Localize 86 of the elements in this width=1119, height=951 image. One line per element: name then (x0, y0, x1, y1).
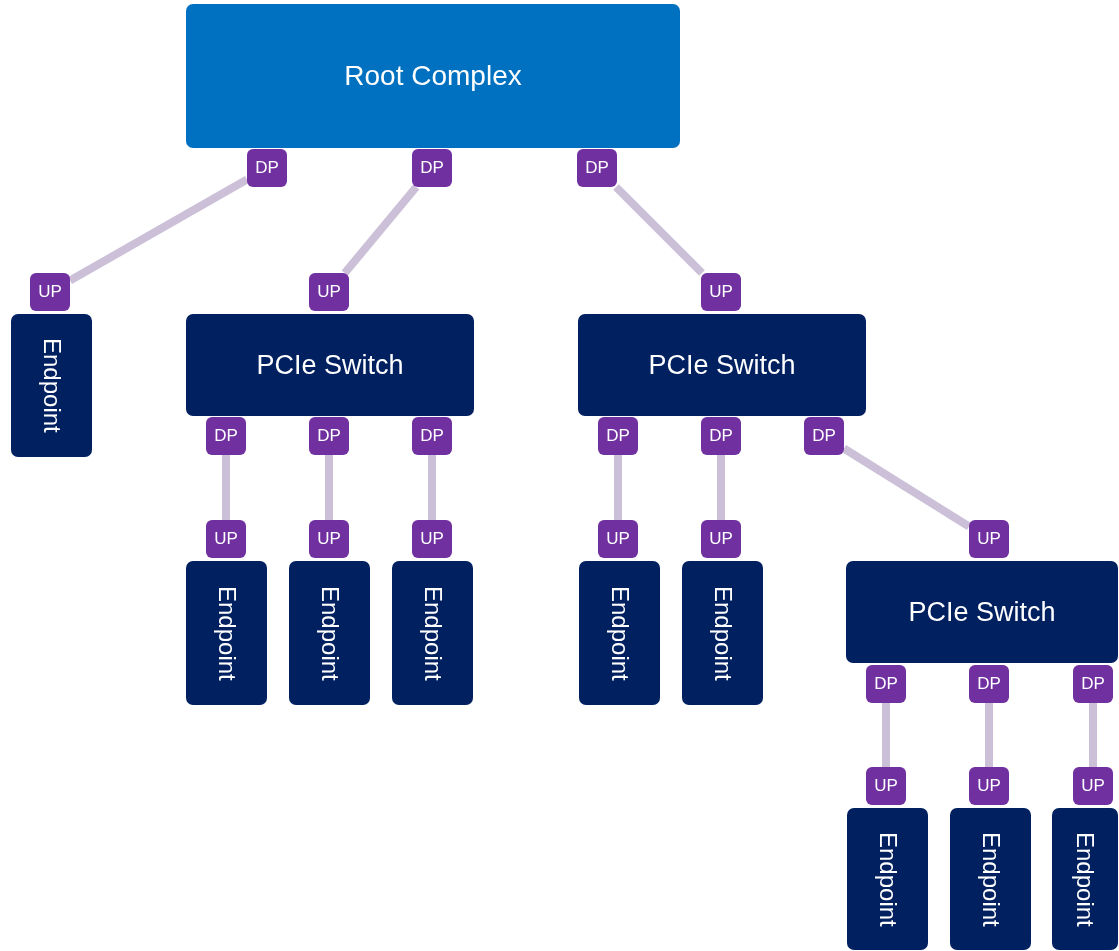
port-badge (309, 417, 349, 455)
node-label: UP (874, 776, 898, 796)
connector-line (613, 184, 705, 276)
node-label: Endpoint (37, 338, 66, 433)
connector-line (222, 455, 230, 520)
port-badge (1073, 767, 1113, 805)
endpoint-box (392, 561, 473, 705)
connector-line (68, 175, 249, 285)
node-label: DP (606, 426, 630, 446)
node-label: Endpoint (212, 585, 241, 681)
node-label: Endpoint (708, 585, 737, 681)
connector-line (841, 445, 972, 530)
port-badge (206, 417, 246, 455)
node-label: UP (977, 776, 1001, 796)
port-badge (247, 149, 287, 187)
node-label: UP (977, 529, 1001, 549)
node-label: UP (1081, 776, 1105, 796)
port-badge (804, 417, 844, 455)
node-label: DP (874, 674, 898, 694)
node-label: Endpoint (1071, 831, 1099, 927)
port-badge (412, 520, 452, 558)
node-label: Endpoint (418, 585, 447, 681)
node-label: UP (709, 282, 733, 302)
connector-line (985, 703, 993, 767)
node-label: PCIe Switch (256, 349, 404, 381)
endpoint-box (847, 808, 928, 950)
connector-line (1089, 703, 1097, 767)
port-badge (701, 520, 741, 558)
node-label: DP (709, 426, 733, 446)
connector-line (882, 703, 890, 767)
node-label: UP (317, 529, 341, 549)
node-label: DP (420, 158, 444, 178)
node-label: UP (317, 282, 341, 302)
node-label: Endpoint (605, 585, 634, 681)
node-label: UP (38, 282, 62, 302)
endpoint-box (682, 561, 763, 705)
connector-line (428, 455, 436, 520)
connector-line (717, 455, 725, 520)
node-label: DP (420, 426, 444, 446)
port-badge (866, 767, 906, 805)
switch-box (846, 561, 1118, 663)
port-badge (412, 417, 452, 455)
node-label: Endpoint (315, 585, 344, 681)
port-badge (412, 149, 452, 187)
port-badge (206, 520, 246, 558)
port-badge (598, 520, 638, 558)
node-label: Endpoint (873, 831, 902, 927)
port-badge (969, 665, 1009, 703)
node-label: DP (585, 158, 609, 178)
node-label: DP (214, 426, 238, 446)
port-badge (969, 767, 1009, 805)
switch-box (186, 314, 474, 416)
node-label: UP (420, 529, 444, 549)
port-badge (701, 417, 741, 455)
endpoint-box (289, 561, 370, 705)
node-label: DP (317, 426, 341, 446)
node-label: DP (812, 426, 836, 446)
port-badge (577, 149, 617, 187)
connector-line (325, 455, 333, 520)
node-label: UP (606, 529, 630, 549)
node-label: UP (214, 529, 238, 549)
node-label: Endpoint (976, 831, 1005, 927)
endpoint-box (186, 561, 267, 705)
node-label: UP (709, 529, 733, 549)
node-label: PCIe Switch (648, 349, 796, 381)
connector-line (614, 455, 622, 520)
node-label: DP (977, 674, 1001, 694)
port-badge (1073, 665, 1113, 703)
switch-box (578, 314, 866, 416)
node-label: DP (1081, 674, 1105, 694)
port-badge (309, 520, 349, 558)
endpoint-box (579, 561, 660, 705)
node-label: Root Complex (344, 60, 522, 92)
port-badge (969, 520, 1009, 558)
endpoint-box (1052, 808, 1118, 950)
root-complex-box (186, 4, 680, 148)
port-badge (701, 273, 741, 311)
port-badge (598, 417, 638, 455)
port-badge (309, 273, 349, 311)
endpoint-box (950, 808, 1031, 950)
endpoint-box (11, 314, 92, 457)
node-label: DP (255, 158, 279, 178)
node-label: PCIe Switch (908, 596, 1056, 628)
connector-line (341, 184, 420, 276)
port-badge (30, 273, 70, 311)
port-badge (866, 665, 906, 703)
